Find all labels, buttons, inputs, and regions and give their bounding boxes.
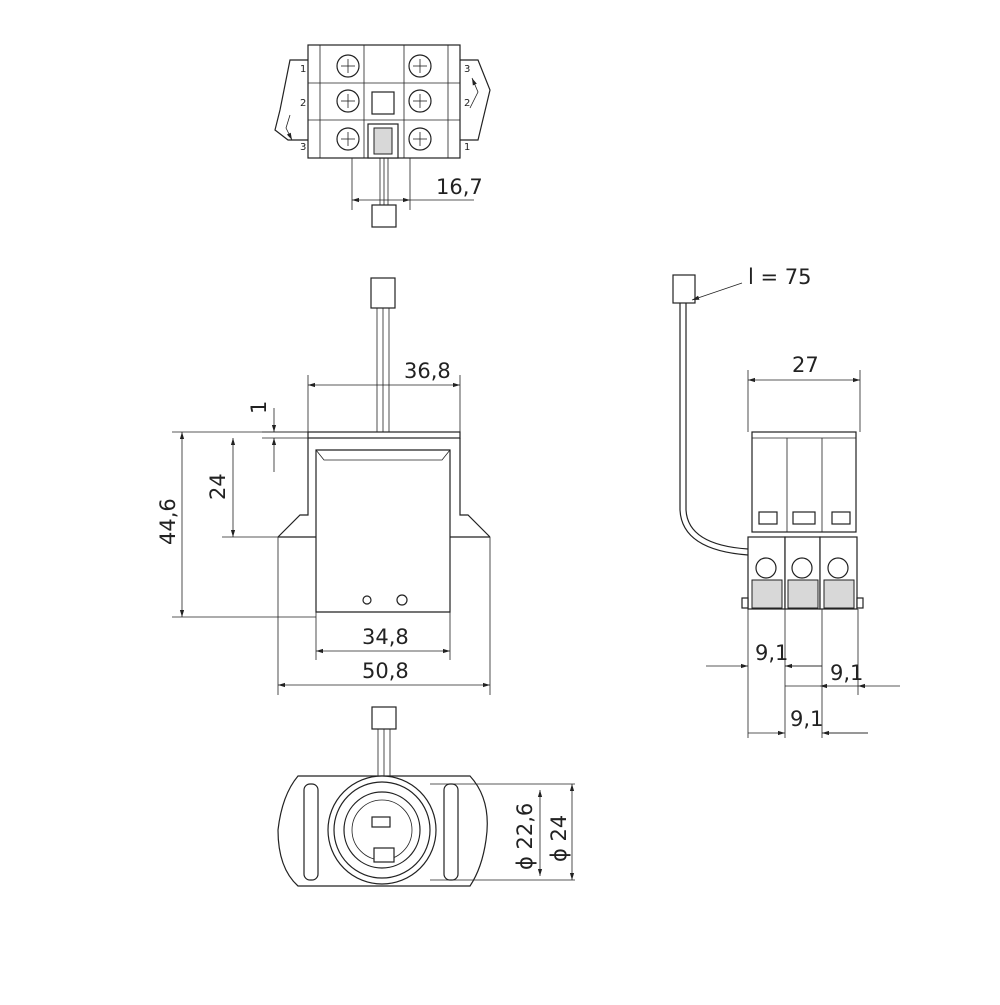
bottom-view-connector: [371, 706, 397, 730]
dimension-label: l = 75: [748, 265, 812, 289]
front-view-connector: [370, 277, 396, 309]
rotate-arrow-icon: [469, 77, 479, 109]
terminal-mark: 1: [300, 64, 306, 75]
side-view-connector: [672, 274, 696, 304]
dimension-label: ϕ 24: [547, 815, 571, 862]
dimension-label: 9,1: [755, 641, 788, 665]
dimension-label: 1: [247, 401, 271, 414]
side-view: l = 75 27: [672, 265, 900, 738]
terminal-mark: 3: [464, 64, 470, 75]
dimension-label: 24: [206, 473, 230, 500]
terminal-mark: 2: [300, 98, 306, 109]
front-view-body: [315, 449, 451, 613]
top-view-connector: [371, 204, 397, 228]
top-view: 1 2 3 3 2 1 16,7: [274, 44, 491, 228]
dimension-label: 27: [792, 353, 819, 377]
top-view-left-tab: [274, 59, 308, 141]
terminal-mark: 1: [464, 142, 470, 153]
top-view-right-tab: [460, 59, 491, 141]
dimension-label: 50,8: [362, 659, 409, 683]
front-view: 36,8 1 24 44,6 34,8 50,8: [156, 277, 491, 695]
dimension-label: 44,6: [156, 498, 180, 545]
dimension-label: 36,8: [404, 359, 451, 383]
rotate-arrow-icon: [285, 114, 293, 141]
screw-icon: [336, 54, 432, 151]
front-view-top-plate: [307, 431, 461, 439]
terminal-mark: 3: [300, 142, 306, 153]
dimension-label: 9,1: [830, 661, 863, 685]
dimension-label: ϕ 22,6: [513, 803, 537, 870]
terminal-block: [747, 536, 858, 610]
dimension-label: 16,7: [436, 175, 483, 199]
dimension-label: 9,1: [790, 707, 823, 731]
terminal-mark: 2: [464, 98, 470, 109]
dimension-label: 34,8: [362, 625, 409, 649]
bottom-view: ϕ 22,6 ϕ 24: [277, 706, 575, 887]
